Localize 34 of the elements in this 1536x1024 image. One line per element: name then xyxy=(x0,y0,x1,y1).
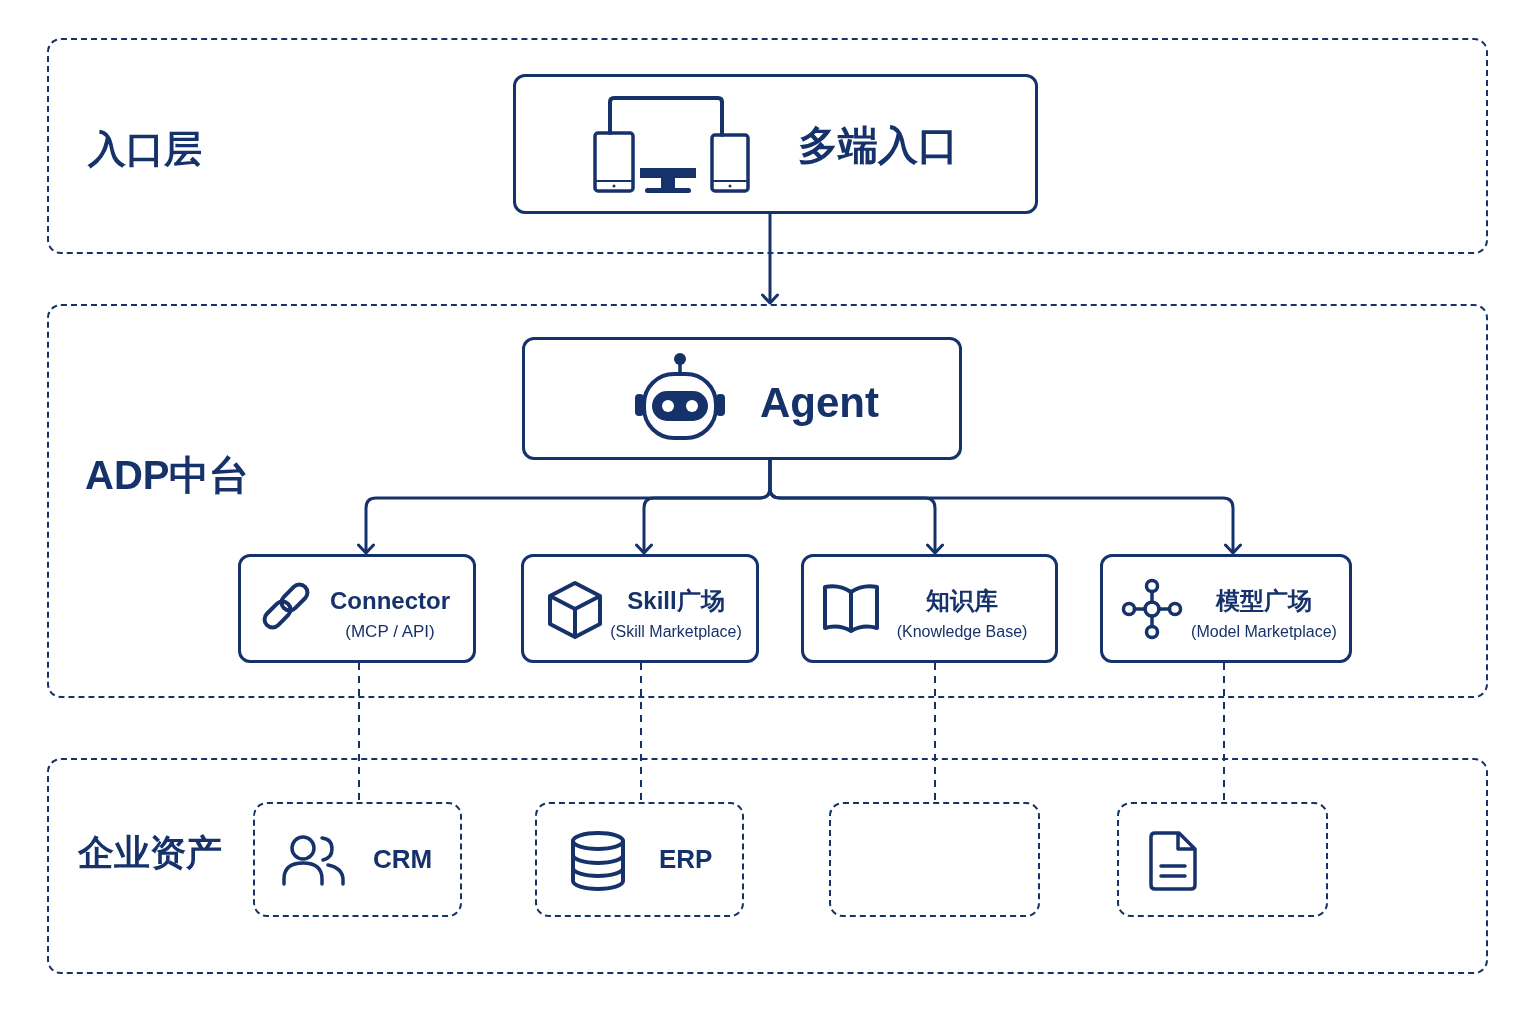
agent-title: Agent xyxy=(760,377,879,428)
dashed-line xyxy=(1223,662,1225,802)
module-subtitle: (Knowledge Base) xyxy=(896,622,1028,642)
module-title: Connector xyxy=(330,586,450,616)
module-subtitle: (Skill Marketplace) xyxy=(610,622,742,642)
entry-panel xyxy=(513,74,1038,214)
module-title: 知识库 xyxy=(926,586,998,616)
dashed-line xyxy=(640,662,642,802)
asset-label: CRM xyxy=(373,844,433,876)
module-panel xyxy=(238,554,476,663)
module-subtitle: (MCP / API) xyxy=(345,621,435,643)
asset-label: ERP xyxy=(659,844,713,876)
asset-panel xyxy=(535,802,744,917)
module-title: 模型广场 xyxy=(1216,586,1312,616)
module-panel xyxy=(1100,554,1352,663)
arrow xyxy=(761,214,779,305)
asset-panel xyxy=(829,802,1040,917)
layer-label: 入口层 xyxy=(88,127,202,173)
layer-region xyxy=(47,758,1488,974)
module-panel xyxy=(521,554,759,663)
module-title: Skill广场 xyxy=(627,586,725,616)
dashed-line xyxy=(358,662,360,802)
entry-title: 多端入口 xyxy=(798,122,958,169)
agent-panel xyxy=(522,337,962,460)
layer-region xyxy=(47,38,1488,254)
layer-label: ADP中台 xyxy=(85,452,250,499)
arrow xyxy=(768,460,1242,555)
module-subtitle: (Model Marketplace) xyxy=(1191,622,1337,642)
dashed-line xyxy=(934,662,936,802)
asset-panel xyxy=(1117,802,1328,917)
layer-region xyxy=(47,304,1488,698)
layer-label: 企业资产 xyxy=(78,831,222,875)
asset-panel xyxy=(253,802,462,917)
module-panel xyxy=(801,554,1058,663)
